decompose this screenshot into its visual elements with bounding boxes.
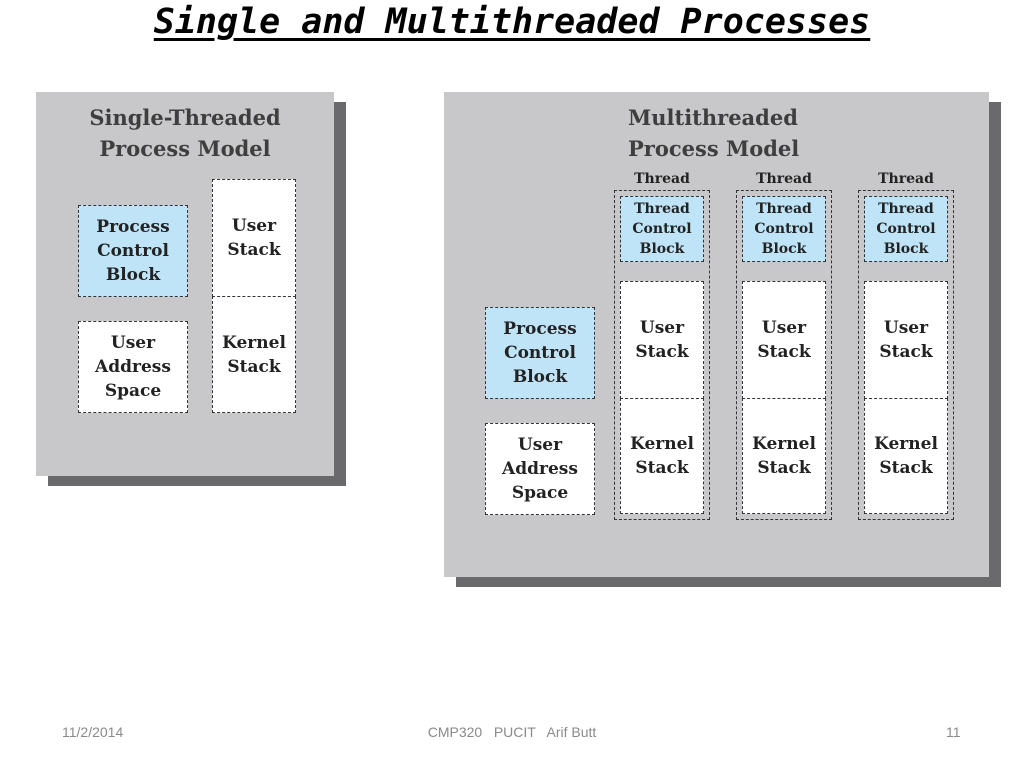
thread-label: Thread bbox=[878, 171, 934, 187]
thread-frame bbox=[858, 190, 954, 520]
single-threaded-title: Single-Threaded Process Model bbox=[89, 105, 281, 161]
footer-date: 11/2/2014 bbox=[62, 724, 124, 740]
thread-frame bbox=[736, 190, 832, 520]
slide-title: Single and Multithreaded Processes bbox=[153, 2, 871, 42]
thread-label: Thread bbox=[756, 171, 812, 187]
thread-label: Thread bbox=[634, 171, 690, 187]
thread-frame bbox=[614, 190, 710, 520]
footer-course: CMP320 PUCIT Arif Butt bbox=[427, 724, 597, 740]
multithreaded-title: Multithreaded Process Model bbox=[628, 105, 800, 161]
footer-page-number: 11 bbox=[946, 724, 961, 740]
